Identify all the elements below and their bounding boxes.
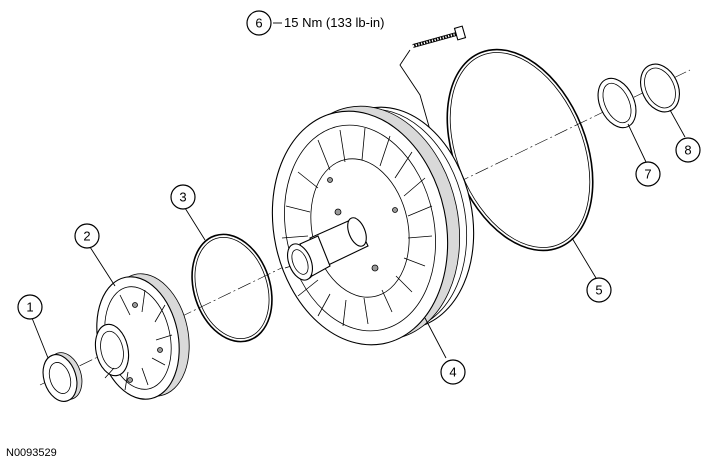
svg-text:6: 6 (255, 16, 262, 31)
leader-5 (571, 237, 597, 279)
part-6-bolt (399, 25, 467, 131)
part-3-o-ring (191, 233, 273, 343)
svg-text:4: 4 (449, 365, 456, 380)
callout-1: 1 (17, 294, 43, 320)
svg-text:3: 3 (179, 190, 186, 205)
callout-6: 6 (246, 10, 272, 36)
part-2-pump-cover (94, 273, 190, 400)
part-4-pump-housing (271, 105, 475, 346)
leader-4 (424, 317, 447, 359)
leader-8 (669, 109, 686, 138)
callout-5: 5 (586, 277, 612, 303)
svg-text:5: 5 (595, 283, 602, 298)
callout-7: 7 (635, 161, 661, 187)
part-7-seal-ring (597, 77, 637, 129)
leader-7 (627, 123, 647, 163)
callout-2: 2 (74, 223, 100, 249)
torque-spec-label: 15 Nm (133 lb-in) (284, 15, 384, 30)
part-1-front-seal (42, 352, 83, 402)
leader-2 (89, 246, 116, 287)
leader-3 (184, 207, 206, 241)
svg-text:7: 7 (644, 167, 651, 182)
reference-code: N0093529 (6, 447, 57, 459)
svg-text:1: 1 (26, 300, 33, 315)
svg-text:2: 2 (83, 229, 90, 244)
svg-text:8: 8 (684, 143, 691, 158)
callout-3: 3 (170, 184, 196, 210)
part-8-seal-ring (640, 63, 680, 113)
callout-4: 4 (440, 359, 466, 385)
callout-8: 8 (675, 137, 701, 163)
leader-1 (31, 317, 49, 359)
